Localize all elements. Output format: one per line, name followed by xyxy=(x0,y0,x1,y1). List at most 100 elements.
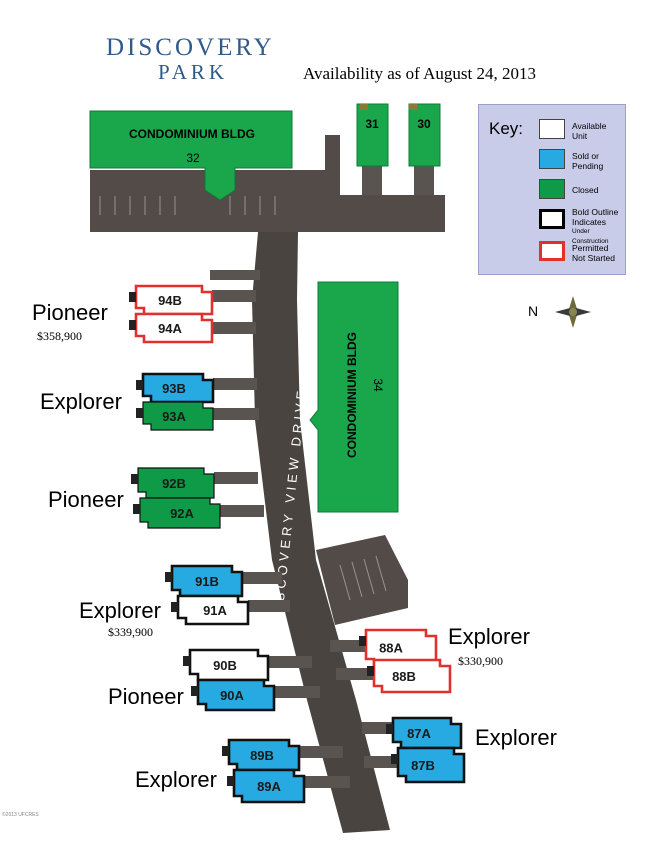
unit-driveways xyxy=(210,270,400,788)
unit-92b[interactable]: 92B xyxy=(131,467,215,499)
unit-89b[interactable]: 89B xyxy=(222,738,301,772)
unit-87b[interactable]: 87B xyxy=(391,746,466,784)
top-parking-lot xyxy=(90,135,445,232)
unit-entry-mark xyxy=(131,474,138,484)
unit-shape xyxy=(176,594,250,626)
unit-label: 91B xyxy=(195,574,219,589)
unit-entry-mark xyxy=(171,602,178,612)
group-price-label: $339,900 xyxy=(108,625,153,639)
group-type-label: Explorer xyxy=(79,598,161,623)
unit-label: 90B xyxy=(213,658,237,673)
unit-entry-mark xyxy=(129,292,136,302)
unit-shape xyxy=(188,648,270,682)
group-type-label: Pioneer xyxy=(48,487,124,512)
unit-shape xyxy=(142,401,214,431)
unit-driveway xyxy=(274,686,320,698)
unit-shape xyxy=(170,564,244,598)
unit-shape xyxy=(227,738,301,772)
unit-entry-mark xyxy=(367,666,374,676)
unit-shape xyxy=(396,746,466,784)
unit-driveway xyxy=(242,572,282,584)
right-parking-lot xyxy=(316,535,408,625)
unit-driveway xyxy=(330,640,368,652)
unit-label: 89B xyxy=(250,748,274,763)
copyright-credit: ©2013 UFCRES xyxy=(2,812,39,818)
unit-label: 94B xyxy=(158,293,182,308)
legend-label-closed: Closed xyxy=(572,185,599,195)
unit-entry-mark xyxy=(191,686,198,696)
right-parking-stalls xyxy=(339,555,387,601)
unit-entry-mark xyxy=(136,408,143,418)
unit-shape xyxy=(139,497,221,529)
unit-label: 91A xyxy=(203,603,227,618)
unit-92a[interactable]: 92A xyxy=(133,497,221,529)
condominium-bldg-32 xyxy=(89,110,293,201)
unit-driveway xyxy=(268,656,312,668)
driveway-30 xyxy=(414,165,434,195)
top-parking-stalls xyxy=(99,196,276,215)
unit-label: 88B xyxy=(392,669,416,684)
availability-heading: Availability as of August 24, 2013 xyxy=(303,64,536,83)
condominium-bldg-34 xyxy=(309,281,399,513)
unit-entry-mark xyxy=(391,754,398,764)
unit-93b[interactable]: 93B xyxy=(136,372,215,404)
unit-shape xyxy=(372,658,452,694)
group-price-label: $330,900 xyxy=(458,654,503,668)
unit-driveway xyxy=(248,600,290,612)
bldg-34-name: CONDOMINIUM BLDG xyxy=(345,332,359,458)
group-type-label: Pioneer xyxy=(32,300,108,325)
unit-entry-mark xyxy=(386,724,393,734)
unit-label: 89A xyxy=(257,779,281,794)
units-layer: 94B94A93B93A92B92A91B91A90B90A89B89A88A8… xyxy=(129,284,466,804)
unit-shape xyxy=(232,768,306,804)
unit-90a[interactable]: 90A xyxy=(191,678,276,712)
bldg-34-number: 34 xyxy=(371,378,385,392)
unit-driveway xyxy=(213,408,259,420)
driveway-31 xyxy=(362,165,382,195)
unit-88b[interactable]: 88B xyxy=(367,658,452,694)
unit-driveway xyxy=(212,322,256,334)
unit-driveway xyxy=(214,472,258,484)
unit-entry-mark xyxy=(359,636,366,646)
unit-90b[interactable]: 90B xyxy=(183,648,270,682)
group-type-label: Explorer xyxy=(475,725,557,750)
unit-shape xyxy=(137,467,215,499)
unit-93a[interactable]: 93A xyxy=(136,401,214,431)
legend-swatch-bold-outline xyxy=(539,209,565,229)
unit-shape xyxy=(134,284,214,316)
compass-north-label: N xyxy=(528,303,539,319)
unit-entry-mark xyxy=(227,776,234,786)
unit-entry-mark xyxy=(222,746,229,756)
discovery-view-drive-road xyxy=(252,232,390,833)
unit-driveway xyxy=(299,746,343,758)
group-type-label: Explorer xyxy=(448,624,530,649)
bldg-32-number: 32 xyxy=(186,151,200,165)
compass-icon xyxy=(555,296,591,328)
unit-label: 87B xyxy=(411,758,435,773)
unit-shape xyxy=(141,372,215,404)
unit-entry-mark xyxy=(129,320,136,330)
unit-shape xyxy=(134,312,214,344)
group-type-label: Explorer xyxy=(135,767,217,792)
unit-entry-mark xyxy=(183,656,190,666)
building-31 xyxy=(356,103,389,167)
brand-title-line2: PARK xyxy=(158,60,229,84)
legend-swatch-available xyxy=(539,119,565,139)
unit-91a[interactable]: 91A xyxy=(171,594,250,626)
legend-swatch-closed xyxy=(539,179,565,199)
group-price-label: $358,900 xyxy=(37,329,82,343)
unit-entry-mark xyxy=(165,572,172,582)
unit-driveway xyxy=(336,668,376,680)
unit-91b[interactable]: 91B xyxy=(165,564,244,598)
unit-89a[interactable]: 89A xyxy=(227,768,306,804)
unit-shape xyxy=(391,716,463,750)
legend-title: Key: xyxy=(489,119,524,138)
unit-label: 90A xyxy=(220,688,244,703)
unit-87a[interactable]: 87A xyxy=(386,716,463,750)
unit-94a[interactable]: 94A xyxy=(129,312,214,344)
unit-94b[interactable]: 94B xyxy=(129,284,214,316)
